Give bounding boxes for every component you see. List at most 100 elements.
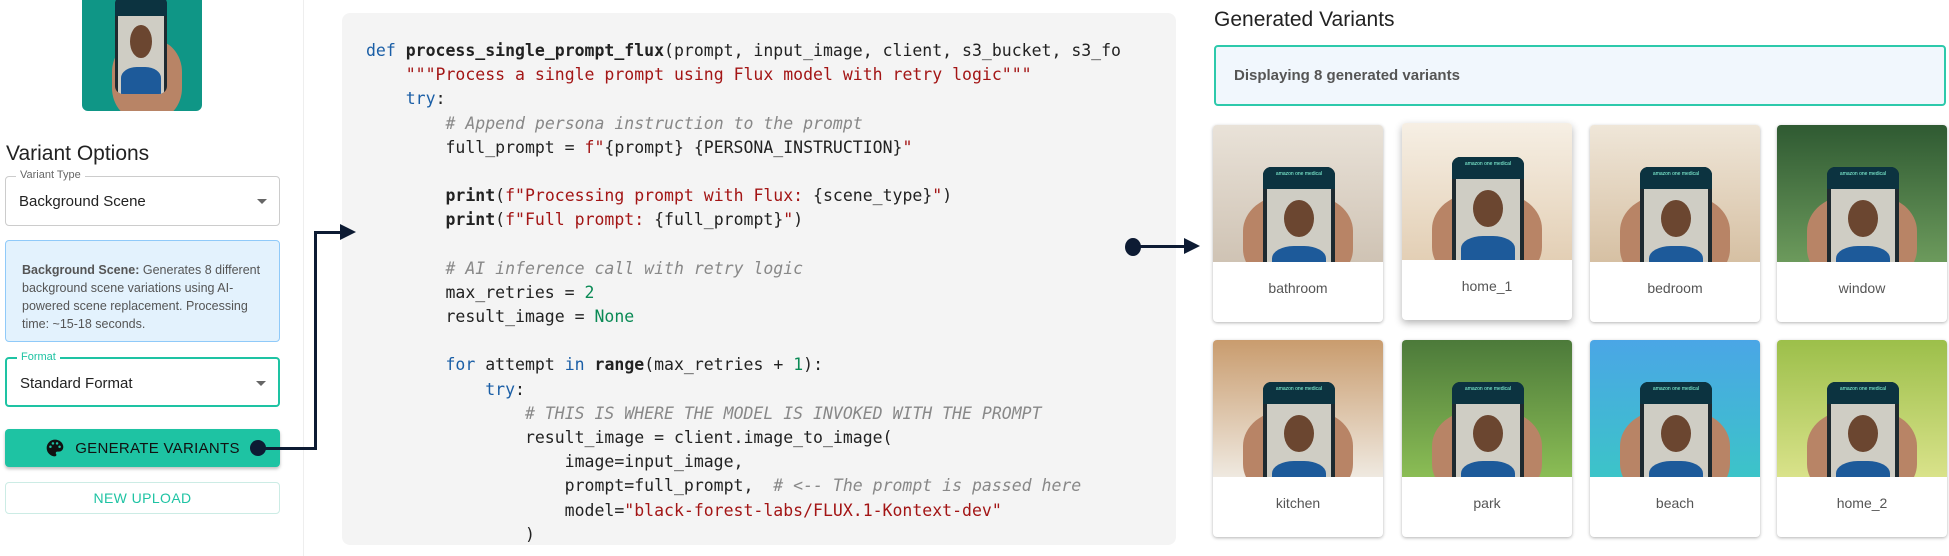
code-token: "black-forest-labs/FLUX.1-Kontext-dev" bbox=[624, 500, 1002, 520]
code-token: (prompt, input_image, client, s3_bucket,… bbox=[664, 41, 1121, 60]
code-token: range bbox=[594, 355, 645, 375]
variant-card[interactable]: amazon one medical window bbox=[1777, 125, 1947, 322]
code-token bbox=[366, 89, 406, 108]
variant-name: bathroom bbox=[1268, 280, 1328, 296]
arrow-right-icon bbox=[1184, 238, 1200, 254]
code-token: ( bbox=[495, 186, 506, 206]
new-upload-button[interactable]: NEW UPLOAD bbox=[5, 482, 280, 514]
code-line bbox=[366, 329, 1176, 353]
format-value: Standard Format bbox=[20, 375, 133, 392]
code-line bbox=[366, 233, 1176, 257]
variant-card[interactable]: amazon one medical beach bbox=[1590, 340, 1760, 537]
code-token: attempt bbox=[475, 355, 565, 375]
code-line: def process_single_prompt_flux(prompt, i… bbox=[366, 39, 1176, 63]
code-token: model= bbox=[366, 500, 625, 520]
code-token: try bbox=[485, 379, 516, 399]
code-token: # <-- The prompt is passed here bbox=[773, 476, 1082, 496]
code-line: ) bbox=[366, 523, 1176, 545]
phone-logo: amazon one medical bbox=[1827, 167, 1899, 189]
code-token: process_single_prompt_flux bbox=[405, 41, 665, 60]
phone-image: amazon one medical bbox=[1827, 167, 1899, 262]
code-token: try bbox=[405, 89, 436, 109]
code-line bbox=[366, 160, 1176, 184]
uploaded-image-thumbnail bbox=[82, 0, 202, 111]
variant-image: amazon one medical bbox=[1590, 125, 1760, 262]
format-select[interactable]: Format Standard Format bbox=[5, 351, 280, 407]
code-token: # AI inference call with retry logic bbox=[445, 258, 804, 278]
code-token: prompt=full_prompt, bbox=[366, 476, 774, 496]
code-token: ) bbox=[366, 524, 535, 544]
connector-line bbox=[314, 231, 344, 234]
code-token: f"Processing prompt with Flux: bbox=[505, 186, 814, 206]
code-line: result_image = None bbox=[366, 305, 1176, 329]
code-token: ( bbox=[495, 210, 506, 230]
code-token: f"Full prompt: bbox=[505, 210, 655, 230]
code-token: {full_prompt} bbox=[654, 210, 784, 230]
code-token: result_image = client.image_to_image( bbox=[366, 428, 893, 447]
variant-card[interactable]: amazon one medical home_2 bbox=[1777, 340, 1947, 537]
code-token: print bbox=[445, 210, 496, 230]
code-line: try: bbox=[366, 378, 1176, 402]
code-token: : bbox=[515, 379, 525, 399]
code-line: for attempt in range(max_retries + 1): bbox=[366, 353, 1176, 377]
variant-name: home_2 bbox=[1836, 495, 1888, 511]
code-token bbox=[366, 186, 445, 205]
code-token bbox=[366, 404, 525, 423]
palette-icon bbox=[46, 439, 64, 457]
variant-type-select[interactable]: Variant Type Background Scene bbox=[5, 169, 280, 226]
connector-line bbox=[314, 231, 317, 450]
variant-name: bedroom bbox=[1647, 280, 1703, 296]
variant-card[interactable]: amazon one medical park bbox=[1402, 340, 1572, 537]
variant-card[interactable]: amazon one medical bathroom bbox=[1213, 125, 1383, 322]
format-label: Format bbox=[17, 351, 60, 363]
code-line: """Process a single prompt using Flux mo… bbox=[366, 63, 1176, 87]
code-token: in bbox=[564, 355, 585, 375]
phone-image: amazon one medical bbox=[1640, 167, 1712, 262]
phone-logo: amazon one medical bbox=[1263, 167, 1335, 189]
variant-options-title: Variant Options bbox=[6, 142, 150, 165]
phone-logo: amazon one medical bbox=[1452, 382, 1524, 404]
code-token bbox=[366, 65, 406, 84]
code-token bbox=[366, 380, 485, 399]
code-token: print bbox=[445, 186, 496, 206]
code-token: None bbox=[594, 307, 635, 327]
sidebar bbox=[0, 0, 304, 556]
phone-image: amazon one medical bbox=[1452, 382, 1524, 477]
variant-card[interactable]: amazon one medical home_1 bbox=[1402, 123, 1572, 320]
code-token: ): bbox=[803, 355, 824, 375]
variant-image: amazon one medical bbox=[1777, 125, 1947, 262]
code-line: # THIS IS WHERE THE MODEL IS INVOKED WIT… bbox=[366, 402, 1176, 426]
generate-variants-label: GENERATE VARIANTS bbox=[75, 439, 240, 457]
variant-name: home_1 bbox=[1461, 278, 1513, 294]
code-line: print(f"Full prompt: {full_prompt}") bbox=[366, 208, 1176, 232]
variant-image: amazon one medical bbox=[1590, 340, 1760, 477]
variant-image: amazon one medical bbox=[1402, 123, 1572, 260]
variant-image: amazon one medical bbox=[1402, 340, 1572, 477]
code-panel: def process_single_prompt_flux(prompt, i… bbox=[342, 13, 1176, 545]
code-line: result_image = client.image_to_image( bbox=[366, 426, 1176, 450]
generate-variants-button[interactable]: GENERATE VARIANTS bbox=[5, 429, 280, 467]
dropdown-caret-icon bbox=[257, 199, 267, 204]
code-line: image=input_image, bbox=[366, 450, 1176, 474]
variant-card[interactable]: amazon one medical kitchen bbox=[1213, 340, 1383, 537]
connector-dot bbox=[1125, 238, 1141, 256]
code-token: """Process a single prompt using Flux mo… bbox=[405, 65, 1032, 85]
code-token bbox=[366, 259, 445, 278]
variant-card[interactable]: amazon one medical bedroom bbox=[1590, 125, 1760, 322]
code-token bbox=[366, 210, 445, 229]
phone-image: amazon one medical bbox=[1827, 382, 1899, 477]
variant-name: kitchen bbox=[1275, 495, 1321, 511]
code-token: # Append persona instruction to the prom… bbox=[445, 113, 863, 133]
phone-image: amazon one medical bbox=[1263, 167, 1335, 262]
variant-name: beach bbox=[1655, 495, 1695, 511]
code-line: model="black-forest-labs/FLUX.1-Kontext-… bbox=[366, 499, 1176, 523]
variants-count-banner: Displaying 8 generated variants bbox=[1214, 45, 1946, 106]
code-token: ) bbox=[793, 210, 804, 230]
phone-image bbox=[115, 0, 167, 94]
phone-logo: amazon one medical bbox=[1263, 382, 1335, 404]
code-line: prompt=full_prompt, # <-- The prompt is … bbox=[366, 474, 1176, 498]
code-token: (max_retries + bbox=[644, 355, 794, 375]
connector-line bbox=[258, 447, 317, 450]
code-token: f" bbox=[584, 137, 605, 157]
phone-image: amazon one medical bbox=[1452, 157, 1524, 260]
